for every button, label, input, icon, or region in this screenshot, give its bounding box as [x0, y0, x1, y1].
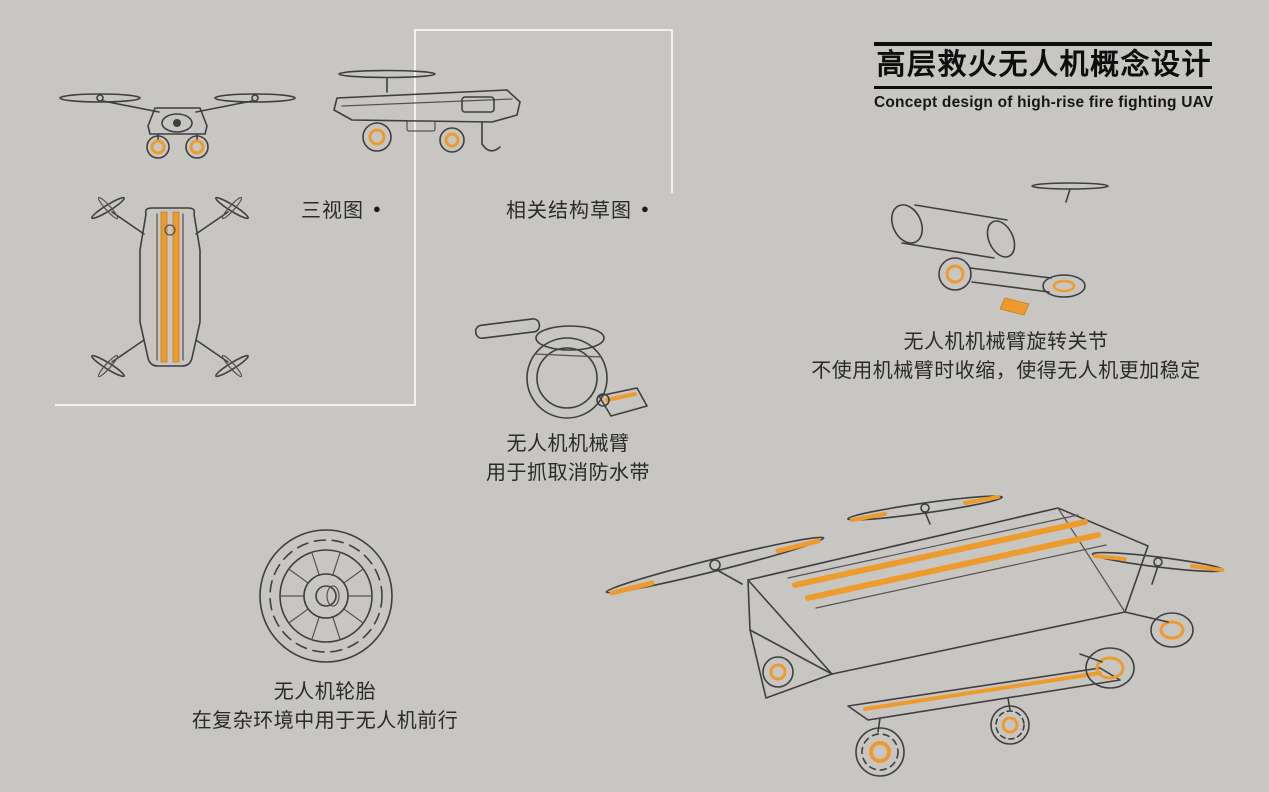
- uav-front-view-sketch: [59, 93, 296, 159]
- wheel-icon: [855, 727, 905, 777]
- wheel-icon: [990, 705, 1030, 745]
- title-rule-top: [874, 42, 1212, 46]
- propeller-icon: [1091, 551, 1225, 585]
- callout-structure-sketches-label: 相关结构草图: [506, 200, 632, 222]
- propeller-icon: [846, 495, 1004, 525]
- annotation-mech-arm: 无人机机械臂 用于抓取消防水带: [428, 430, 708, 488]
- annotation-wheel: 无人机轮胎 在复杂环境中用于无人机前行: [155, 678, 495, 736]
- uav-wheel-sketch: [259, 529, 393, 663]
- annotation-mech-arm-title: 无人机机械臂: [506, 433, 630, 455]
- uav-perspective-sketch: [605, 495, 1225, 777]
- callout-three-views: 三视图 ●: [301, 194, 382, 223]
- propeller-icon: [605, 536, 825, 596]
- annotation-wheel-desc: 在复杂环境中用于无人机前行: [191, 710, 459, 732]
- uav-top-view-sketch: [91, 196, 249, 378]
- title-rule-bottom: [874, 85, 1212, 89]
- rotor-pod-icon: [1150, 612, 1194, 648]
- wheel-spokes: [279, 551, 373, 641]
- rotor-pod-icon: [1085, 647, 1135, 689]
- annotation-wheel-title: 无人机轮胎: [273, 681, 377, 703]
- uav-side-view-sketch: [333, 69, 521, 153]
- arm-joint-sketch: [890, 182, 1109, 316]
- annotation-arm-joint-title: 无人机机械臂旋转关节: [903, 331, 1109, 353]
- annotation-arm-joint-desc: 不使用机械臂时收缩，使得无人机更加稳定: [811, 360, 1201, 382]
- bullet-dot-icon: ●: [641, 201, 650, 216]
- callout-structure-sketches: 相关结构草图 ●: [506, 194, 650, 223]
- bullet-dot-icon: ●: [373, 201, 382, 216]
- mech-arm-gripper-sketch: [474, 318, 648, 419]
- callout-three-views-label: 三视图: [301, 200, 364, 222]
- page-title: 高层救火无人机概念设计: [876, 49, 1212, 81]
- title-block: 高层救火无人机概念设计 Concept design of high-rise …: [874, 42, 1214, 112]
- annotation-arm-joint: 无人机机械臂旋转关节 不使用机械臂时收缩，使得无人机更加稳定: [772, 328, 1240, 386]
- page-subtitle: Concept design of high-rise fire fightin…: [874, 93, 1214, 111]
- annotation-mech-arm-desc: 用于抓取消防水带: [486, 462, 650, 484]
